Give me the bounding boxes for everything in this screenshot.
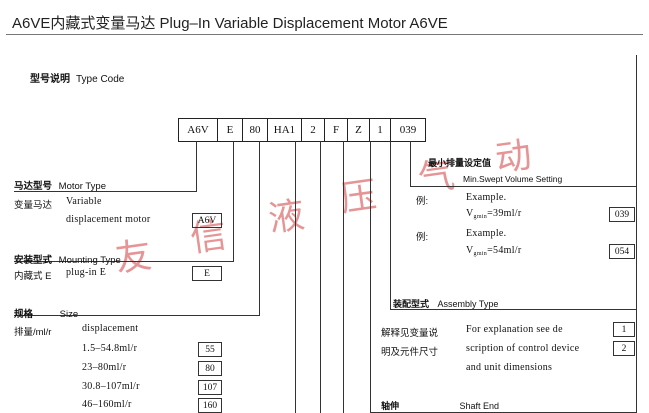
size-heading: 规格 Size bbox=[14, 306, 78, 320]
connector-line bbox=[14, 261, 234, 262]
watermark-char: 液 bbox=[265, 194, 308, 241]
connector-line bbox=[14, 191, 197, 192]
min-volume-ex2-formula: Vgmin=54ml/r bbox=[466, 245, 521, 257]
shaft-heading-en: Shaft End bbox=[459, 401, 500, 411]
assembly-line1-en: For explanation see de bbox=[466, 324, 563, 335]
min-volume-ex1-cn: 例: bbox=[416, 196, 429, 207]
min-volume-ex1-sub: gmin bbox=[473, 214, 488, 220]
connector-line bbox=[259, 141, 260, 316]
connector-line bbox=[410, 141, 411, 187]
min-volume-ex2-code: 054 bbox=[609, 244, 635, 259]
connector-line bbox=[343, 141, 344, 413]
frame-edge bbox=[636, 55, 637, 413]
min-volume-ex2-sub: gmin bbox=[473, 251, 488, 257]
size-heading-en: Size bbox=[59, 309, 79, 320]
motor-type-heading: 马达型号 Motor Type bbox=[14, 178, 106, 192]
motor-type-code: A6V bbox=[192, 213, 222, 228]
type-code-bar: A6V E 80 HA1 2 F Z 1 039 bbox=[178, 118, 426, 142]
motor-type-line1-cn: 变量马达 bbox=[14, 200, 53, 211]
size-row-code: 160 bbox=[198, 398, 222, 413]
shaft-heading-cn: 轴伸 bbox=[381, 401, 400, 411]
size-line1-cn: 排量/ml/r bbox=[14, 327, 52, 338]
code-cell-control: HA1 bbox=[268, 119, 302, 141]
code-cell-direction: F bbox=[325, 119, 348, 141]
min-volume-ex2-val: =54ml/r bbox=[487, 245, 522, 256]
min-volume-ex2-v: V bbox=[466, 245, 474, 256]
page-title: A6VE内藏式变量马达 Plug–In Variable Displacemen… bbox=[12, 15, 448, 32]
assembly-code1: 1 bbox=[613, 322, 635, 337]
min-volume-heading-en: Min.Swept Volume Setting bbox=[463, 174, 563, 184]
min-volume-ex2-en: Example. bbox=[466, 228, 507, 239]
code-cell-size: 80 bbox=[243, 119, 268, 141]
assembly-heading: 装配型式 Assembly Type bbox=[393, 297, 498, 310]
motor-type-heading-cn: 马达型号 bbox=[14, 181, 53, 192]
connector-line bbox=[14, 315, 260, 316]
mounting-heading-cn: 安装型式 bbox=[14, 255, 53, 266]
min-volume-ex1-val: =39ml/r bbox=[487, 208, 522, 219]
section-heading-cn: 型号说明 bbox=[30, 74, 70, 85]
assembly-line1-cn: 解释见变量说 bbox=[381, 328, 439, 339]
mounting-line1-en: plug-in E bbox=[66, 267, 107, 278]
min-volume-heading-cn-text: 最小排量设定值 bbox=[428, 158, 492, 168]
min-volume-ex1-v: V bbox=[466, 208, 474, 219]
shaft-heading: 轴伸 Shaft End bbox=[381, 399, 499, 412]
size-row-label: 46–160ml/r bbox=[82, 399, 132, 410]
connector-line bbox=[390, 309, 636, 310]
size-row-label: 1.5–54.8ml/r bbox=[82, 343, 138, 354]
assembly-heading-en: Assembly Type bbox=[437, 299, 499, 309]
size-row-code: 107 bbox=[198, 380, 222, 395]
size-row-label: 23–80ml/r bbox=[82, 362, 127, 373]
mounting-line1-cn: 内藏式 E bbox=[14, 271, 52, 282]
connector-line bbox=[390, 141, 391, 310]
section-heading: 型号说明 Type Code bbox=[30, 70, 124, 85]
mounting-heading: 安装型式 Mounting Type bbox=[14, 252, 121, 266]
mounting-code: E bbox=[192, 266, 222, 281]
size-line1-en: displacement bbox=[82, 323, 139, 334]
code-cell-min-volume: 039 bbox=[399, 124, 417, 136]
code-cell-motor: A6V bbox=[179, 119, 218, 141]
code-cell-assembly: 1 bbox=[370, 119, 391, 141]
connector-line bbox=[370, 141, 371, 413]
size-row-label: 30.8–107ml/r bbox=[82, 381, 140, 392]
connector-line bbox=[295, 141, 296, 413]
min-volume-ex1-en: Example. bbox=[466, 192, 507, 203]
size-row-code: 55 bbox=[198, 342, 222, 357]
section-heading-en: Type Code bbox=[76, 74, 125, 85]
connector-line bbox=[196, 141, 197, 192]
size-row-code: 80 bbox=[198, 361, 222, 376]
motor-type-line1-en: Variable bbox=[66, 196, 102, 207]
motor-type-heading-en: Motor Type bbox=[58, 181, 107, 192]
connector-line bbox=[410, 186, 636, 187]
connector-line bbox=[233, 141, 234, 262]
min-volume-ex1-code: 039 bbox=[609, 207, 635, 222]
assembly-line2-cn: 明及元件尺寸 bbox=[381, 347, 439, 358]
assembly-line3-en: and unit dimensions bbox=[466, 362, 553, 373]
code-cell-shaft: Z bbox=[348, 119, 370, 141]
min-volume-ex1-formula: Vgmin=39ml/r bbox=[466, 208, 521, 220]
assembly-line2-en: scription of control device bbox=[466, 343, 580, 354]
min-volume-heading-cn: 最小排量设定值 bbox=[428, 156, 491, 169]
code-cell-mounting: E bbox=[218, 119, 243, 141]
assembly-heading-cn: 装配型式 bbox=[393, 299, 430, 309]
motor-type-line2-en: displacement motor bbox=[66, 214, 151, 225]
mounting-heading-en: Mounting Type bbox=[58, 255, 121, 266]
assembly-code2: 2 bbox=[613, 341, 635, 356]
code-cell-series: 2 bbox=[302, 119, 325, 141]
title-divider bbox=[6, 34, 643, 35]
size-heading-cn: 规格 bbox=[14, 309, 34, 320]
min-volume-ex2-cn: 例: bbox=[416, 232, 429, 243]
connector-line bbox=[320, 141, 321, 413]
